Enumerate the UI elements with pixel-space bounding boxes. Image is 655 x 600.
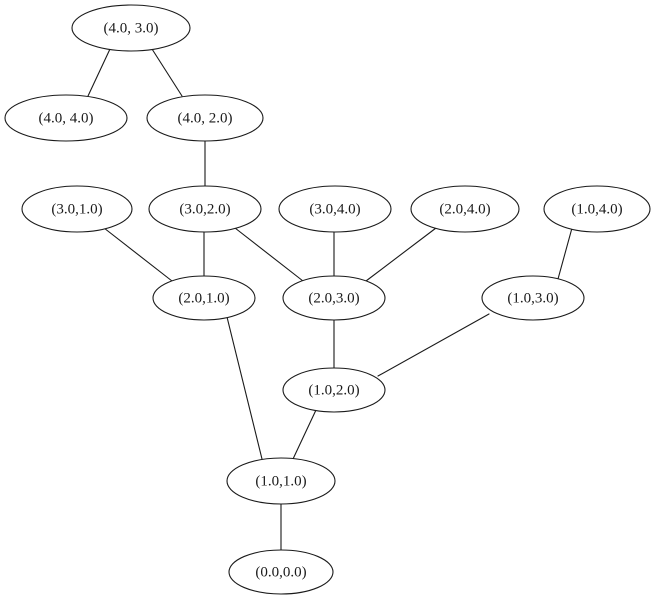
graph-edge	[234, 227, 304, 282]
graph-edge	[87, 48, 111, 97]
graph-node[interactable]: (4.0, 4.0)	[4, 94, 128, 142]
node-label: (3.0,4.0)	[309, 201, 360, 217]
graph-node[interactable]: (1.0,2.0)	[282, 367, 386, 413]
node-label: (1.0,4.0)	[571, 201, 622, 217]
node-ellipse[interactable]	[21, 185, 133, 233]
graph-node[interactable]: (1.0,1.0)	[226, 457, 336, 505]
node-label: (2.0,4.0)	[439, 201, 490, 217]
node-ellipse[interactable]	[152, 275, 256, 321]
nodes-layer: (4.0, 3.0) (4.0, 4.0) (4.0, 2.0) (3.0,1.0) (…	[4, 4, 651, 595]
graph-edge	[377, 313, 490, 377]
node-ellipse[interactable]	[71, 4, 191, 52]
node-label: (0.0,0.0)	[255, 564, 306, 580]
node-ellipse[interactable]	[228, 549, 334, 595]
node-ellipse[interactable]	[543, 185, 651, 233]
node-ellipse[interactable]	[226, 457, 336, 505]
node-label: (1.0,2.0)	[308, 382, 359, 398]
graph-node[interactable]: (3.0,2.0)	[148, 185, 262, 233]
graph-node[interactable]: (1.0,3.0)	[481, 275, 585, 321]
node-label: (4.0, 3.0)	[104, 20, 159, 36]
graph-edge	[292, 409, 317, 460]
graph-edge	[103, 227, 173, 282]
graph-node[interactable]: (4.0, 3.0)	[71, 4, 191, 52]
node-label: (4.0, 4.0)	[39, 110, 94, 126]
graph-node[interactable]: (2.0,1.0)	[152, 275, 256, 321]
graph-node[interactable]: (2.0,4.0)	[410, 185, 520, 233]
node-ellipse[interactable]	[282, 367, 386, 413]
node-ellipse[interactable]	[148, 185, 262, 233]
graph-node[interactable]: (4.0, 2.0)	[146, 94, 264, 142]
node-label: (3.0,2.0)	[179, 201, 230, 217]
graph-node[interactable]: (2.0,3.0)	[282, 275, 386, 321]
node-label: (3.0,1.0)	[51, 201, 102, 217]
graph-node[interactable]: (0.0,0.0)	[228, 549, 334, 595]
graph-edge	[151, 48, 183, 97]
node-ellipse[interactable]	[282, 275, 386, 321]
node-label: (2.0,1.0)	[178, 290, 229, 306]
edges-layer	[87, 48, 573, 551]
graph-edge	[226, 316, 263, 460]
graph-node[interactable]: (3.0,1.0)	[21, 185, 133, 233]
node-label: (1.0,1.0)	[255, 473, 306, 489]
node-ellipse[interactable]	[481, 275, 585, 321]
graph-node[interactable]: (1.0,4.0)	[543, 185, 651, 233]
graph-node[interactable]: (3.0,4.0)	[278, 185, 392, 233]
node-ellipse[interactable]	[146, 94, 264, 142]
node-ellipse[interactable]	[278, 185, 392, 233]
node-ellipse[interactable]	[4, 94, 128, 142]
graph-edge	[365, 227, 437, 282]
node-ellipse[interactable]	[410, 185, 520, 233]
graph-edge	[557, 227, 573, 280]
node-label: (4.0, 2.0)	[178, 110, 233, 126]
node-label: (1.0,3.0)	[507, 290, 558, 306]
node-label: (2.0,3.0)	[308, 290, 359, 306]
